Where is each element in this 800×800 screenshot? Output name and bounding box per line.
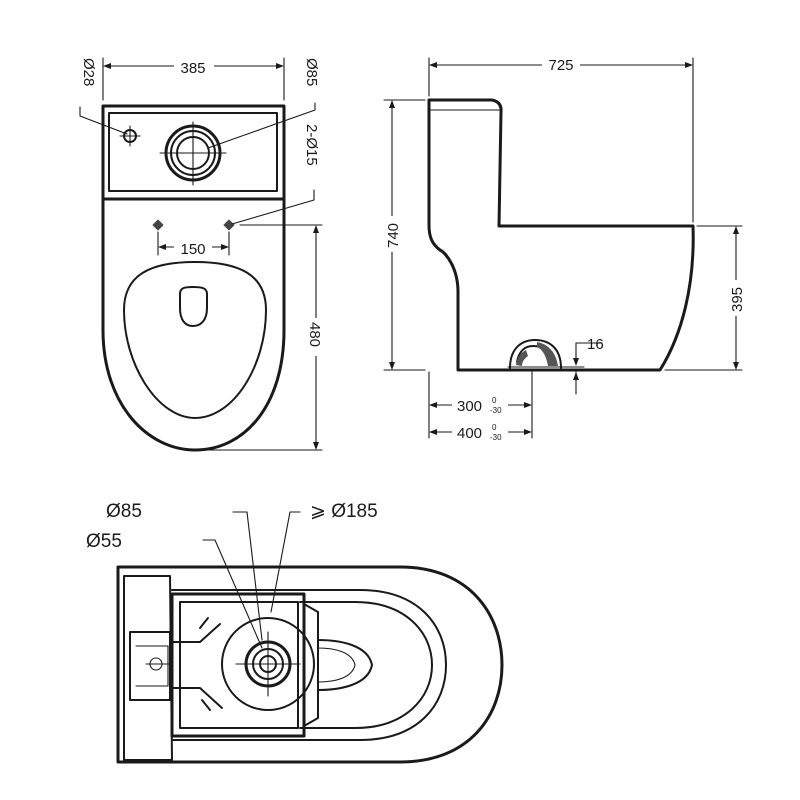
fitting-upper — [169, 623, 221, 643]
fitting-lower — [169, 687, 223, 709]
spout-shape — [317, 639, 373, 691]
plan-outer-outline — [116, 565, 504, 764]
dim-roughin-300: 300 — [457, 398, 482, 415]
tol-400-lower: -30 — [490, 433, 502, 442]
inlet-symbol — [119, 125, 141, 147]
spout-inner — [317, 647, 356, 683]
flush-valve-symbol — [159, 121, 227, 186]
dim-mounting-holes: 2-Ø15 — [303, 124, 320, 166]
dim-top-width: 385 — [180, 60, 205, 77]
dim-inlet-diameter: Ø28 — [80, 58, 97, 86]
mounting-hole-right — [223, 219, 235, 231]
dim-valve-85: Ø85 — [106, 501, 142, 522]
dim-side-length: 725 — [548, 57, 573, 74]
mounting-hole-left — [152, 219, 164, 231]
plan-bowl-rim — [171, 589, 447, 741]
dim-seat-height: 395 — [729, 287, 746, 312]
dim-outlet-height: 16 — [587, 336, 604, 353]
tank-lid-inner — [108, 112, 278, 192]
outlet-trap — [507, 339, 567, 369]
dim-top-depth: 480 — [306, 322, 323, 347]
plan-tank-end — [123, 575, 173, 761]
bottom-view: Ø85 Ø55 ⩾ Ø185 — [86, 501, 504, 764]
top-view: 385 Ø28 Ø85 2-Ø15 150 480 — [79, 57, 325, 452]
tol-400-upper: 0 — [492, 423, 497, 432]
tank-well-inner — [179, 601, 299, 729]
plan-flush-valve — [221, 617, 315, 711]
tank-outline — [101, 104, 286, 201]
dim-hole-spacing: 150 — [180, 241, 205, 258]
side-profile — [427, 98, 695, 372]
dim-opening-min: ⩾ Ø185 — [310, 501, 378, 522]
tol-300-upper: 0 — [492, 396, 497, 405]
flush-lever — [303, 603, 319, 727]
bowl-outline — [101, 197, 286, 452]
plan-bowl-inner — [299, 601, 433, 729]
tol-300-lower: -30 — [490, 406, 502, 415]
dim-outlet-diameter: Ø85 — [303, 58, 320, 86]
seat-outline — [123, 261, 267, 419]
dim-roughin-400: 400 — [457, 425, 482, 442]
side-view: 725 740 395 16 300 0 -30 — [383, 56, 746, 442]
tank-well-outer — [170, 592, 306, 738]
dim-valve-55: Ø55 — [86, 531, 122, 552]
bowl-opening — [179, 286, 208, 327]
dim-side-height: 740 — [385, 223, 402, 248]
